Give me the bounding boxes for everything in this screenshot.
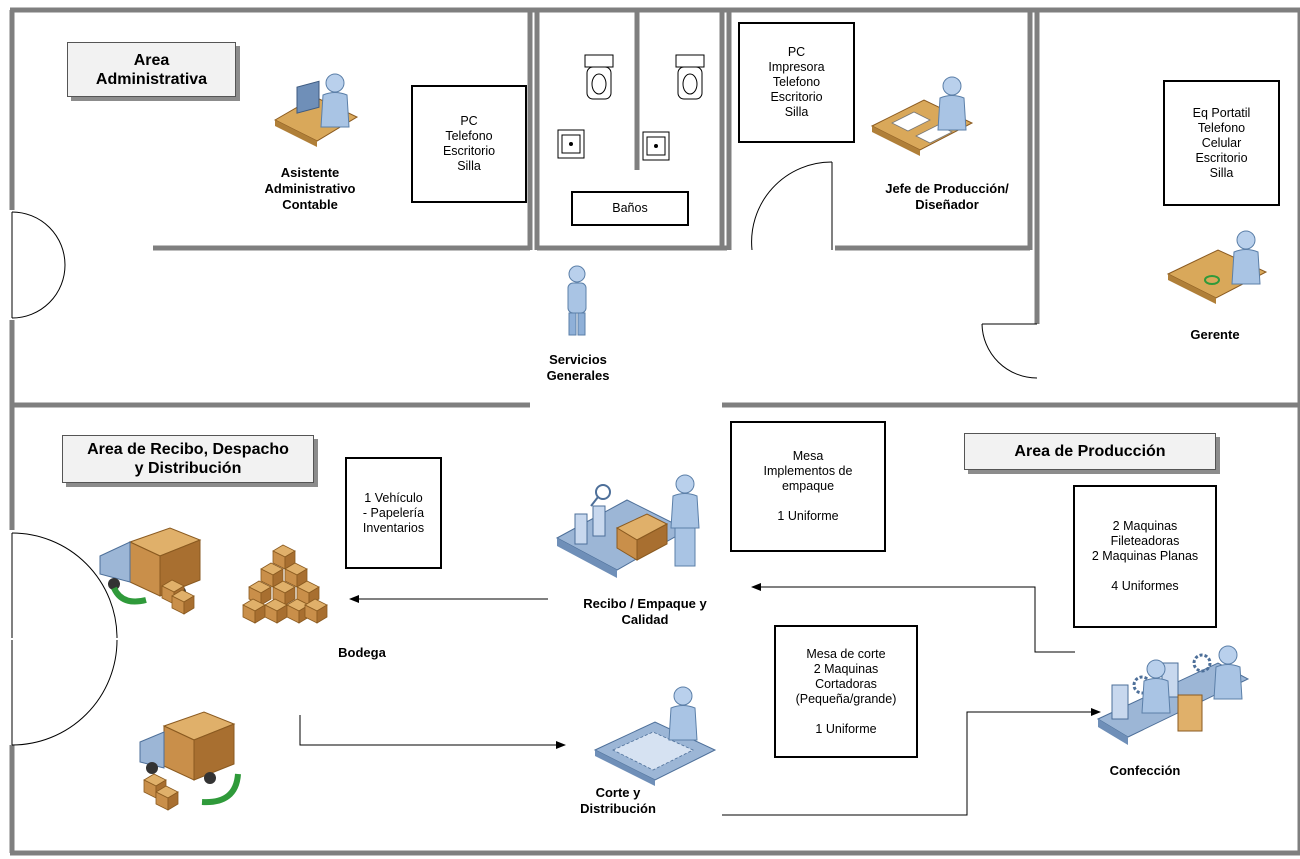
equipment-box-banos: Baños xyxy=(571,191,689,226)
role-label-recibo: Recibo / Empaque y Calidad xyxy=(583,596,707,627)
role-label-corte: Corte y Distribución xyxy=(580,785,656,816)
person-at-computer-icon xyxy=(273,73,359,147)
equipment-box-gerente: Eq Portatil Telefono Celular Escritorio … xyxy=(1163,80,1280,206)
walls xyxy=(9,7,1300,856)
equipment-box-bodega: 1 Vehículo - Papelería Inventarios xyxy=(345,457,442,569)
role-label-asistente: Asistente Administrativo Contable xyxy=(264,165,356,212)
packing-station-icon xyxy=(555,474,700,578)
equipment-box-jefe: PC Impresora Telefono Escritorio Silla xyxy=(738,22,855,143)
area-title-recibo: Area de Recibo, Despacho y Distribución xyxy=(62,435,314,483)
equipment-box-recibo: Mesa Implementos de empaque 1 Uniforme xyxy=(730,421,886,552)
person-at-drafting-desk-icon xyxy=(870,76,974,156)
role-label-jefe: Jefe de Producción/ Diseñador xyxy=(885,181,1009,212)
role-label-servicios: Servicios Generales xyxy=(546,352,610,383)
cutting-table-icon xyxy=(593,686,717,786)
equipment-box-produccion: 2 Maquinas Fileteadoras 2 Maquinas Plana… xyxy=(1073,485,1217,628)
equipment-box-corte: Mesa de corte 2 Maquinas Cortadoras (Peq… xyxy=(774,625,918,758)
delivery-truck-icon xyxy=(139,711,241,811)
stacked-boxes-icon xyxy=(242,544,328,624)
manager-at-desk-icon xyxy=(1166,230,1268,304)
role-label-bodega: Bodega xyxy=(338,645,386,660)
delivery-truck-icon xyxy=(99,527,202,615)
area-title-administrativa: Area Administrativa xyxy=(67,42,236,97)
equipment-box-asistente: PC Telefono Escritorio Silla xyxy=(411,85,527,203)
role-label-confeccion: Confección xyxy=(1109,763,1181,778)
area-title-produccion: Area de Producción xyxy=(964,433,1216,470)
standing-person-icon xyxy=(567,265,587,336)
flow-arrows xyxy=(299,583,1101,816)
sink-icon xyxy=(557,129,585,159)
sewing-line-icon xyxy=(1096,645,1250,745)
doors xyxy=(11,161,1038,746)
sink-icon xyxy=(642,131,670,161)
role-label-gerente: Gerente xyxy=(1190,327,1240,342)
toilet-icon xyxy=(675,54,705,100)
toilet-icon xyxy=(584,54,614,100)
